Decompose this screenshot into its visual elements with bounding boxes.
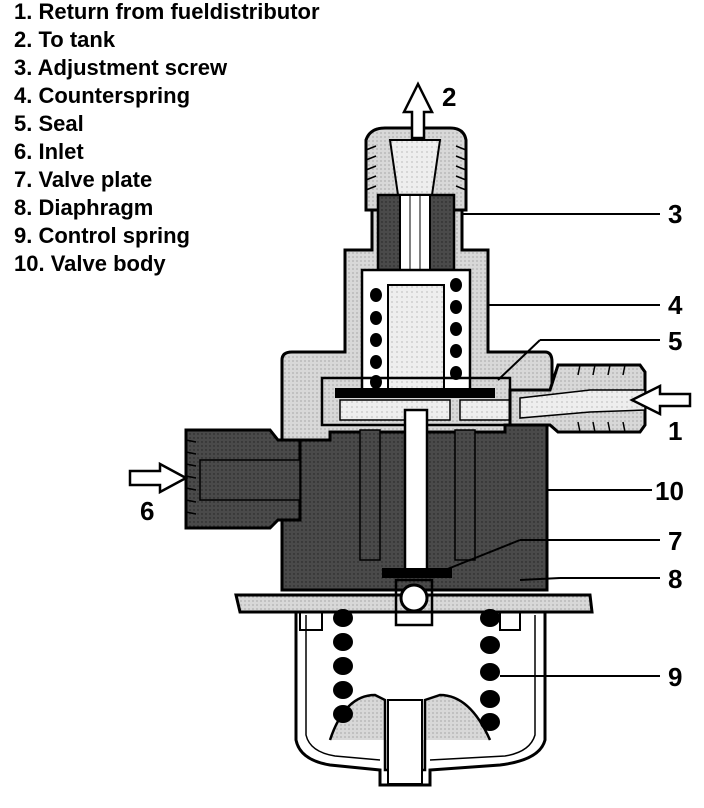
valve-stem	[403, 408, 429, 572]
legend-item-adjustment-screw: 3. Adjustment screw	[14, 55, 228, 80]
valve-ball	[399, 583, 429, 613]
counterspring-coils	[370, 278, 462, 389]
callout-10: 10	[655, 476, 684, 506]
legend-item-counterspring: 4. Counterspring	[14, 83, 191, 108]
legend-item-seal: 5. Seal	[14, 111, 84, 136]
legend-item-valve-plate: 7. Valve plate	[14, 167, 153, 192]
valve-plate	[382, 568, 452, 578]
seal-plate	[335, 388, 495, 398]
legend-item-return: 1. Return from fueldistributor	[14, 0, 320, 24]
callout-2: 2	[442, 82, 456, 112]
callout-8: 8	[668, 564, 682, 594]
callout-9: 9	[668, 662, 682, 692]
callout-7: 7	[668, 526, 682, 556]
legend-item-diaphragm: 8. Diaphragm	[14, 195, 154, 220]
arrow-up-icon	[401, 81, 435, 140]
legend-item-inlet: 6. Inlet	[14, 139, 84, 164]
callout-1: 1	[668, 416, 682, 446]
legend-item-control-spring: 9. Control spring	[14, 223, 190, 248]
callout-5: 5	[668, 326, 682, 356]
control-spring-coils	[333, 609, 500, 731]
callout-3: 3	[668, 199, 682, 229]
arrow-left-icon	[629, 383, 692, 417]
legend-item-valve-body: 10. Valve body	[14, 251, 166, 276]
spring-piston	[387, 284, 445, 391]
arrow-right-icon	[128, 461, 189, 495]
legend-list: 1. Return from fueldistributor 2. To tan…	[14, 0, 320, 278]
callout-6: 6	[140, 496, 154, 526]
lower-cup	[294, 608, 547, 787]
callout-4: 4	[668, 290, 683, 320]
legend-item-to-tank: 2. To tank	[14, 27, 116, 52]
